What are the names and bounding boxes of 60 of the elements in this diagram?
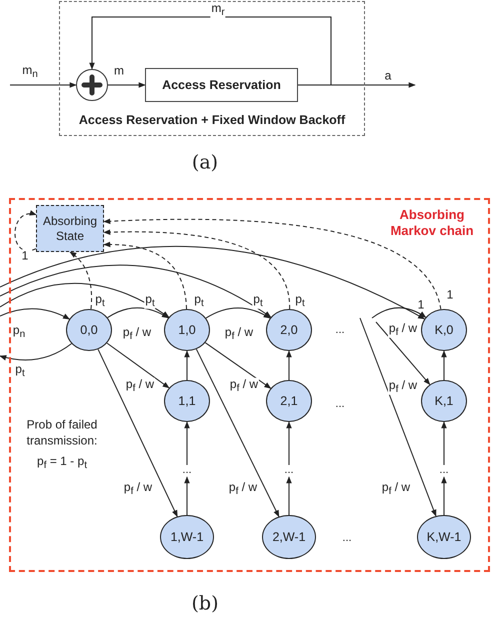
region-title: Absorbing Markov chain xyxy=(389,207,475,240)
box-title: Access Reservation + Fixed Window Backoff xyxy=(78,113,346,127)
ellipsis: ... xyxy=(434,465,454,477)
arrow xyxy=(376,322,430,386)
state-circle: 1,0 xyxy=(164,309,210,351)
ellipsis: ... xyxy=(279,465,299,477)
edge-label: 1 xyxy=(416,298,426,312)
state-circle: 2,0 xyxy=(266,309,312,351)
arrow xyxy=(372,307,426,318)
state-circle: 0,0 xyxy=(66,309,112,351)
state-circle: 2,W-1 xyxy=(262,515,316,559)
arrow xyxy=(184,421,190,466)
note: ... xyxy=(335,322,345,338)
arrow xyxy=(89,16,332,86)
arrow xyxy=(286,421,292,466)
arrow xyxy=(184,476,190,516)
edge-label: p$_{f}$ / w xyxy=(388,378,418,396)
arrow xyxy=(286,350,292,380)
arrow xyxy=(441,350,447,380)
edge-label: p$_{f}$ / w xyxy=(388,322,418,338)
system-box xyxy=(59,1,365,136)
note: ... xyxy=(335,396,345,412)
arrow xyxy=(196,348,280,518)
panel-label: (b) xyxy=(192,592,218,616)
arrow xyxy=(286,476,292,516)
arrow xyxy=(184,350,190,380)
arrow xyxy=(204,342,272,389)
arrow xyxy=(441,476,447,516)
arrow xyxy=(441,421,447,466)
summing-junction xyxy=(76,69,108,101)
note: Prob of failed transmission: xyxy=(26,417,98,449)
dashed-arrow xyxy=(103,242,187,310)
state-circle: 2,1 xyxy=(266,380,312,422)
state-circle: K,1 xyxy=(421,380,467,422)
dashed-arrow xyxy=(14,211,37,252)
arrow xyxy=(0,264,272,318)
arrow xyxy=(107,307,169,318)
arrow xyxy=(106,342,170,388)
state-circle: 1,W-1 xyxy=(160,515,214,559)
arrow xyxy=(0,246,426,320)
arrow xyxy=(206,308,271,319)
arrow xyxy=(98,348,178,518)
state-circle: K,W-1 xyxy=(417,515,471,559)
arrow xyxy=(0,308,70,320)
note: ... xyxy=(342,530,352,546)
note: p$_{f}$ = 1 - p$_{t}$ xyxy=(37,454,87,472)
arrow xyxy=(360,318,436,517)
ellipsis: ... xyxy=(177,465,197,477)
arrow xyxy=(108,82,146,88)
absorbing-state-box: Absorbing State xyxy=(36,205,104,252)
process-box: Access Reservation xyxy=(145,68,298,102)
state-circle: K,0 xyxy=(421,309,467,351)
arrow xyxy=(0,343,72,360)
dashed-arrow xyxy=(103,218,442,310)
panel-label: (a) xyxy=(192,150,218,176)
arrow xyxy=(10,82,77,88)
dashed-arrow xyxy=(69,252,92,310)
state-circle: 1,1 xyxy=(164,380,210,422)
arrow xyxy=(0,283,170,318)
dashed-arrow xyxy=(103,229,290,310)
